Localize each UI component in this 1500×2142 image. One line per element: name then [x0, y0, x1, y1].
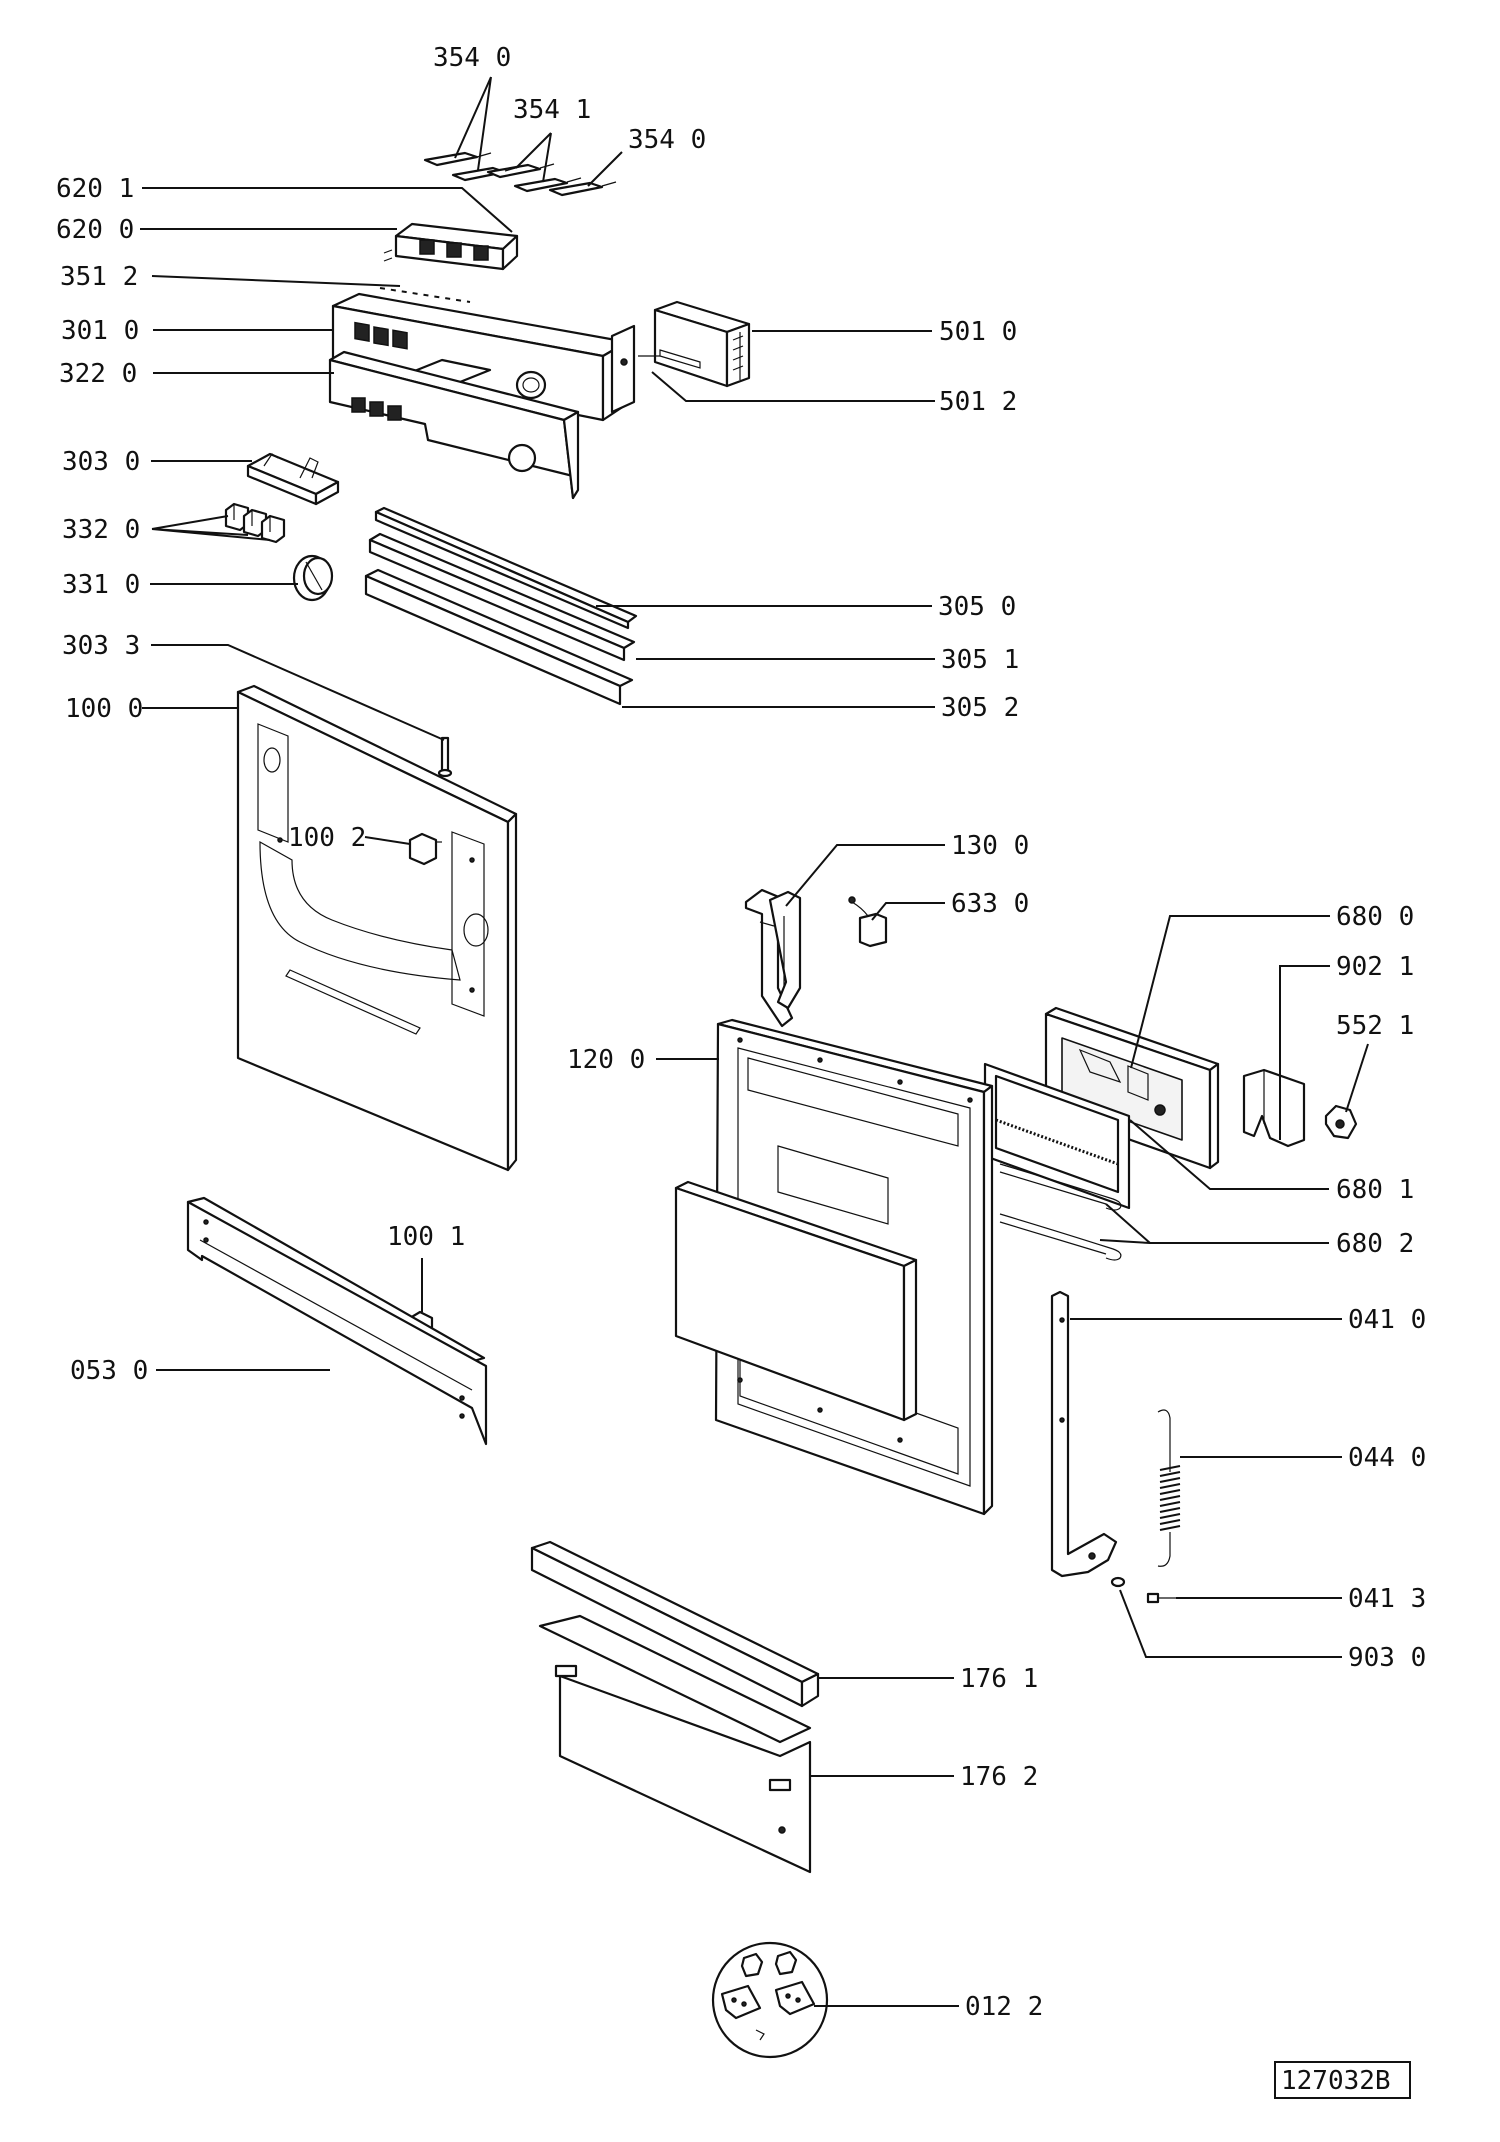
callout-331-0: 331 0: [62, 570, 140, 600]
part-clip-552: [1324, 1104, 1358, 1140]
part-indicator-strip-351: [379, 287, 471, 303]
callout-902-1: 902 1: [1336, 952, 1414, 982]
callout-041-0: 041 0: [1348, 1305, 1426, 1335]
callout-044-0: 044 0: [1348, 1443, 1426, 1473]
callout-552-1: 552 1: [1336, 1011, 1414, 1041]
callout-354-0-right: 354 0: [628, 125, 706, 155]
callout-labels: 354 0 354 1 354 0 620 1 620 0 351 2 301 …: [56, 43, 1426, 2022]
callout-903-0: 903 0: [1348, 1643, 1426, 1673]
part-screw-041-3: [1110, 1576, 1176, 1604]
part-hinge-kit-012: [711, 1941, 829, 2059]
part-trim-strips-305: [364, 506, 638, 706]
part-lock-130: [744, 888, 802, 1028]
callout-301-0: 301 0: [61, 316, 139, 346]
callout-354-0-top: 354 0: [433, 43, 511, 73]
drawing-code-box: 127032B: [1274, 2061, 1411, 2099]
part-kick-plate-053: [186, 1196, 488, 1446]
part-dispenser-680: [1044, 1006, 1220, 1170]
part-pin-303-3: [437, 736, 453, 778]
part-bracket-902: [1242, 1068, 1306, 1148]
callout-176-1: 176 1: [960, 1664, 1038, 1694]
callout-041-3: 041 3: [1348, 1584, 1426, 1614]
callout-501-2: 501 2: [939, 387, 1017, 417]
part-hinge-arm-041: [1050, 1290, 1118, 1578]
callout-305-0: 305 0: [938, 592, 1016, 622]
callout-620-0: 620 0: [56, 215, 134, 245]
part-panel-back-322: [328, 350, 580, 500]
part-switch-block-620: [383, 222, 519, 271]
part-component-633: [848, 896, 888, 948]
callout-354-1: 354 1: [513, 95, 591, 125]
callout-100-1: 100 1: [387, 1222, 465, 1252]
callout-053-0: 053 0: [70, 1356, 148, 1386]
callout-176-2: 176 2: [960, 1762, 1038, 1792]
callout-305-1: 305 1: [941, 645, 1019, 675]
drawing-code: 127032B: [1281, 2066, 1391, 2096]
part-rail-176-1: [530, 1540, 820, 1708]
callout-100-2: 100 2: [288, 823, 366, 853]
callout-680-0: 680 0: [1336, 902, 1414, 932]
callout-501-0: 501 0: [939, 317, 1017, 347]
callout-303-0: 303 0: [62, 447, 140, 477]
part-timer-501: [610, 300, 751, 414]
part-knob-331: [292, 554, 334, 602]
callout-680-1: 680 1: [1336, 1175, 1414, 1205]
part-latch-100-2: [408, 832, 442, 866]
callout-100-0: 100 0: [65, 694, 143, 724]
callout-351-2: 351 2: [60, 262, 138, 292]
callout-130-0: 130 0: [951, 831, 1029, 861]
part-inner-door-panel: [674, 1180, 918, 1422]
callout-305-2: 305 2: [941, 693, 1019, 723]
part-rods-680-2: [999, 1163, 1122, 1261]
leader-lines: [140, 76, 1369, 2007]
part-outer-door-100: [236, 684, 518, 1172]
callout-322-0: 322 0: [59, 359, 137, 389]
part-handle-303: [246, 452, 340, 506]
callout-303-3: 303 3: [62, 631, 140, 661]
part-base-plate-176-2: [538, 1614, 812, 1874]
callout-012-2: 012 2: [965, 1992, 1043, 2022]
callout-120-0: 120 0: [567, 1045, 645, 1075]
part-buttons-332: [224, 502, 286, 544]
callout-680-2: 680 2: [1336, 1229, 1414, 1259]
callout-332-0: 332 0: [62, 515, 140, 545]
part-spring-044: [1157, 1409, 1181, 1567]
callout-633-0: 633 0: [951, 889, 1029, 919]
part-gasket-680-1: [983, 1062, 1131, 1210]
callout-620-1: 620 1: [56, 174, 134, 204]
